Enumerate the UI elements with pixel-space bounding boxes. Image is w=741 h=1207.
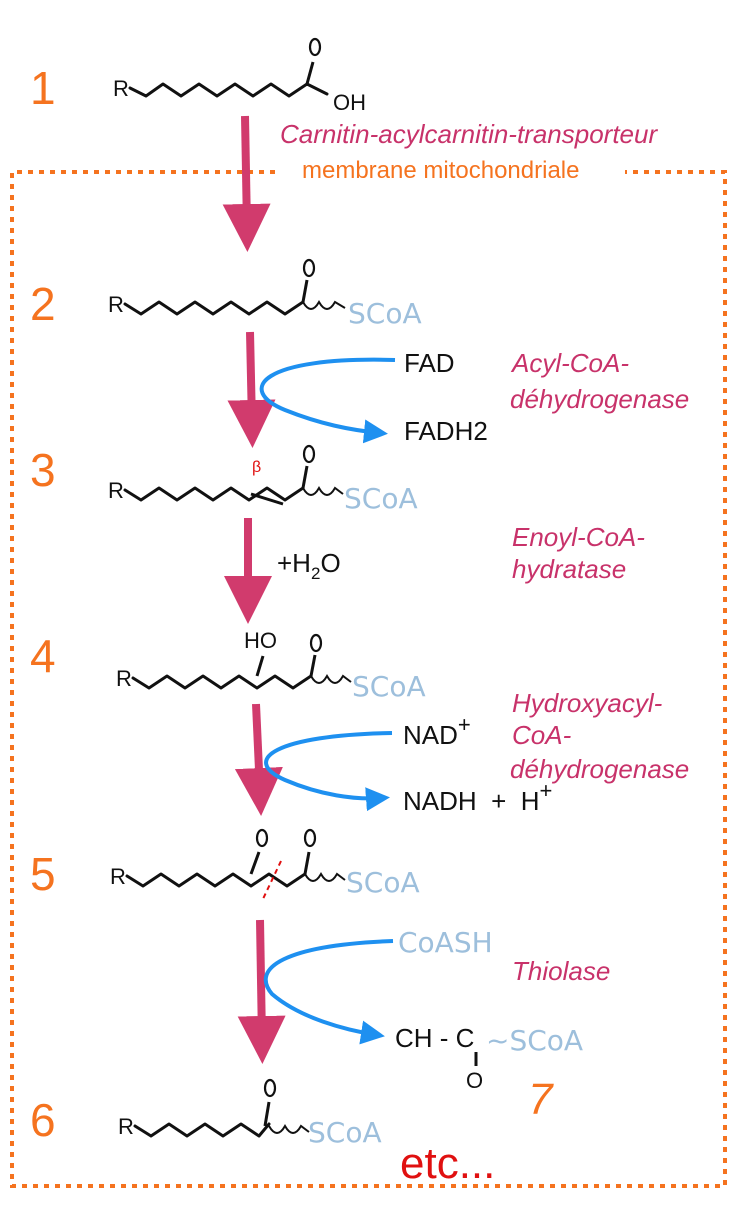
enzyme-hydroxyacyl-line-2: CoA- (512, 720, 572, 750)
cofactor-fadh2: FADH2 (404, 416, 488, 446)
beta-label: β (252, 459, 261, 476)
arrow-2-3 (227, 331, 276, 448)
membrane-label: membrane mitochondriale (302, 157, 579, 184)
enzyme-enoyl-coa-hydratase-line-1: Enoyl-CoA- (512, 522, 645, 552)
svg-text:HO: HO (244, 628, 277, 653)
enzyme-acyl-coa-dehydrogenase-line-1: Acyl-CoA- (510, 348, 629, 378)
step-number-2: 2 (30, 278, 56, 330)
enzyme-thiolase: Thiolase (512, 956, 610, 986)
svg-text:SCoA: SCoA (348, 297, 422, 330)
svg-text:SCoA: SCoA (352, 670, 426, 703)
molecule-enoyl-coa: R SCoA β (108, 444, 418, 515)
coash-arrow (263, 939, 394, 1045)
svg-text:SCoA: SCoA (346, 866, 420, 899)
svg-text:R: R (108, 292, 124, 317)
etc-label: etc... (400, 1139, 495, 1188)
molecule-shortened-acyl-coa: R SCoA (118, 1078, 382, 1149)
cofactor-nad: NAD+ (403, 712, 471, 750)
cofactor-coash: CoASH (398, 926, 493, 959)
arrow-1-2 (222, 115, 271, 252)
step-number-3: 3 (30, 444, 56, 496)
molecule-fatty-acid: R OH (113, 37, 366, 115)
product-acetyl-coa: CH - C O ~SCoA (395, 1023, 583, 1093)
step-number-6: 6 (30, 1094, 56, 1146)
cofactor-arrows (259, 357, 396, 1045)
svg-text:R: R (110, 864, 126, 889)
step-number-1: 1 (30, 62, 56, 114)
svg-text:SCoA: SCoA (308, 1116, 382, 1149)
cofactor-fad: FAD (404, 348, 455, 378)
svg-text:OH: OH (333, 90, 366, 115)
enzyme-hydroxyacyl-line-1: Hydroxyacyl- (512, 688, 663, 718)
nad-arrow (264, 731, 393, 812)
cofactor-nadh: NADH + H+ (403, 778, 552, 816)
enzyme-hydroxyacyl-line-3: déhydrogenase (510, 754, 689, 784)
enzyme-enoyl-coa-hydratase-line-2: hydratase (512, 554, 626, 584)
molecule-hydroxyacyl-coa: R HO SCoA (116, 628, 426, 703)
svg-text:R: R (108, 478, 124, 503)
cleavage-line (261, 860, 282, 902)
cofactor-water: +H2O (277, 548, 341, 583)
molecule-acyl-coa: R SCoA (108, 258, 422, 330)
svg-text:R: R (116, 666, 132, 691)
svg-text:O: O (466, 1068, 483, 1093)
fad-arrow (259, 357, 396, 444)
step-number-4: 4 (30, 630, 56, 682)
svg-text:SCoA: SCoA (344, 482, 418, 515)
molecule-ketoacyl-coa: R SCoA (110, 828, 420, 902)
step-number-5: 5 (30, 848, 56, 900)
step-number-7: 7 (528, 1075, 554, 1124)
main-reaction-arrows (222, 115, 286, 1064)
svg-text:CH - C: CH - C (395, 1023, 474, 1053)
transporter-label: Carnitin-acylcarnitin-transporteur (280, 119, 658, 149)
arrow-5-6 (237, 919, 286, 1064)
svg-text:R: R (118, 1114, 134, 1139)
svg-text:~SCoA: ~SCoA (486, 1024, 583, 1057)
svg-text:R: R (113, 76, 129, 101)
enzyme-acyl-coa-dehydrogenase-line-2: déhydrogenase (510, 384, 689, 414)
arrow-4-5 (234, 703, 283, 816)
